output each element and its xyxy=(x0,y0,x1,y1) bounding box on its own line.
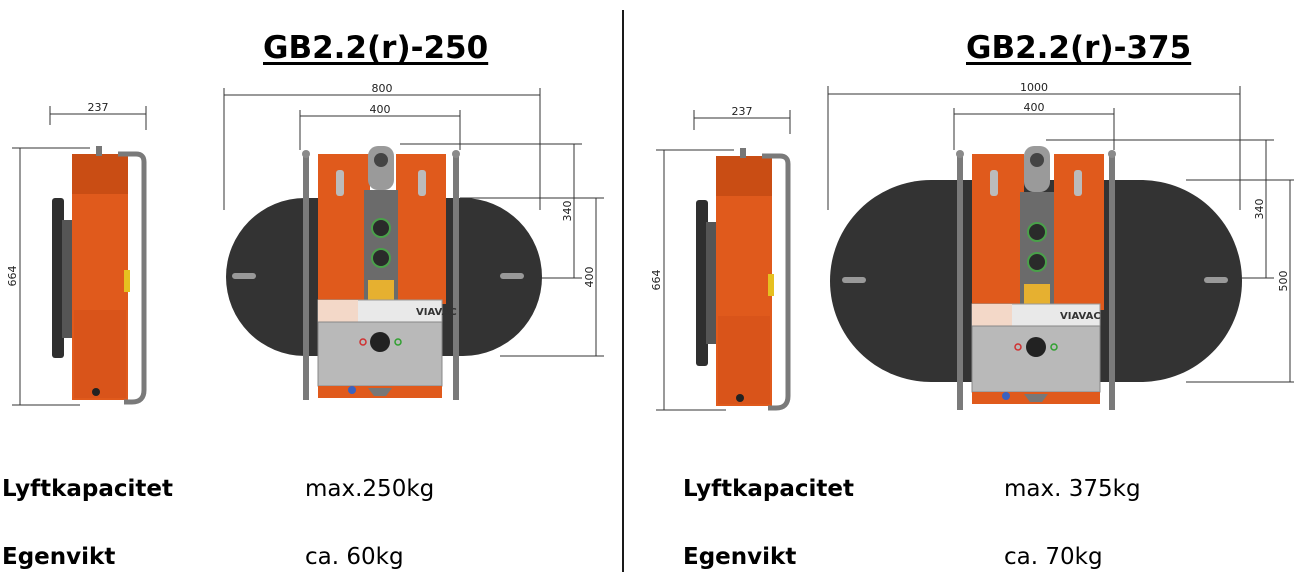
dim-frame-width: 400 xyxy=(1024,101,1045,114)
product-panel-gb22-250: GB2.2(r)-250 237 664 xyxy=(0,0,622,572)
product-panel-gb22-375: GB2.2(r)-375 237 664 xyxy=(626,0,1298,572)
side-view: 237 664 xyxy=(6,101,147,406)
dim-frame-width: 400 xyxy=(370,103,391,116)
dim-total-width: 800 xyxy=(372,82,393,95)
technical-drawing: 237 664 800 xyxy=(6,82,604,406)
model-title: GB2.2(r)-250 xyxy=(263,30,489,66)
spec-label-egenvikt: Egenvikt xyxy=(683,544,797,570)
dim-upper-height: 340 xyxy=(561,201,574,222)
spec-value-lyftkapacitet: max.250kg xyxy=(305,476,435,502)
spec-value-egenvikt: ca. 70kg xyxy=(1004,544,1103,570)
dim-side-width: 237 xyxy=(732,105,753,118)
dim-side-width: 237 xyxy=(88,101,109,114)
front-view: 800 400 340 400 xyxy=(223,82,604,400)
spec-value-lyftkapacitet: max. 375kg xyxy=(1004,476,1141,502)
dim-pad-height: 400 xyxy=(583,267,596,288)
dim-height: 664 xyxy=(6,266,19,287)
dim-height: 664 xyxy=(650,270,663,291)
dim-pad-height: 500 xyxy=(1277,271,1290,292)
spec-value-egenvikt: ca. 60kg xyxy=(305,544,404,570)
side-view: 237 664 xyxy=(650,105,791,411)
dim-upper-height: 340 xyxy=(1253,199,1266,220)
spec-label-egenvikt: Egenvikt xyxy=(2,544,116,570)
panel-divider xyxy=(622,10,624,572)
front-view: 1000 400 340 500 xyxy=(827,81,1294,410)
brand-logo: VIAVAC xyxy=(1060,311,1101,322)
model-title: GB2.2(r)-375 xyxy=(966,30,1192,66)
technical-drawing: 237 664 1000 400 xyxy=(650,81,1294,411)
brand-logo: VIAVAC xyxy=(416,307,457,318)
spec-label-lyftkapacitet: Lyftkapacitet xyxy=(2,476,173,502)
dim-total-width: 1000 xyxy=(1020,81,1048,94)
spec-label-lyftkapacitet: Lyftkapacitet xyxy=(683,476,854,502)
